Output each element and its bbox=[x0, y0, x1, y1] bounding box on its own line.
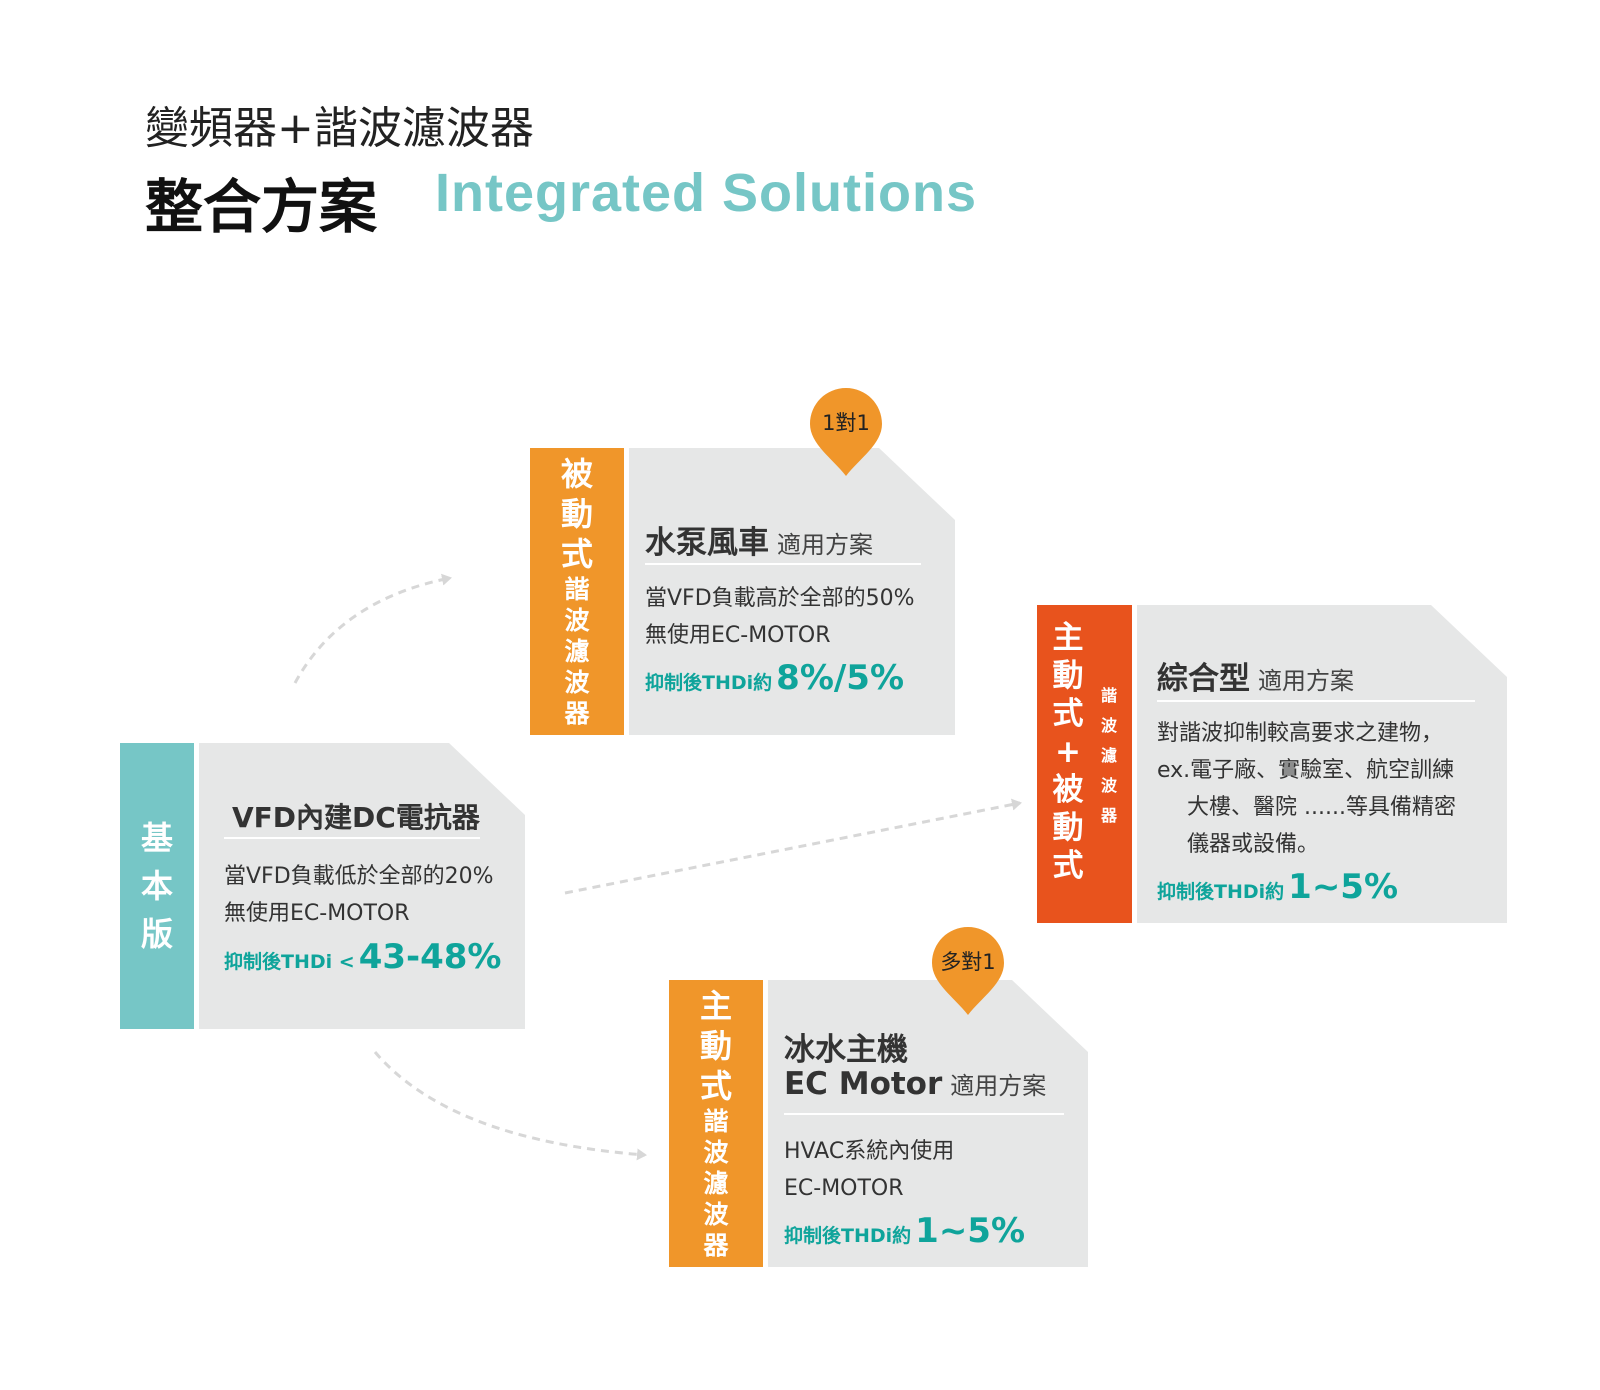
passive-title-sub: 適用方案 bbox=[777, 531, 873, 559]
passive-bar-char: 器 bbox=[564, 699, 590, 728]
basic-card-desc-line: 無使用EC-MOTOR bbox=[224, 901, 410, 926]
active-card bbox=[768, 980, 1088, 1267]
basic-card-desc-line: 當VFD負載低於全部的20% bbox=[224, 864, 494, 889]
active-title-text: EC Motor bbox=[784, 1066, 943, 1102]
passive-bar-char: 濾 bbox=[564, 637, 590, 666]
passive-side-bar: 被 動 式 諧 波 濾 波 器 bbox=[530, 448, 624, 735]
passive-title-text: 水泵風車 bbox=[645, 525, 769, 561]
combined-card-desc-line: 儀器或設備。 bbox=[1187, 832, 1320, 857]
pin-marker bbox=[932, 927, 1004, 1015]
active-bar-char: 主 bbox=[699, 987, 732, 1025]
passive-bar-char: 動 bbox=[560, 495, 593, 533]
passive-bar-char: 被 bbox=[560, 455, 593, 493]
combined-title-sub: 適用方案 bbox=[1258, 667, 1354, 695]
pin-marker bbox=[810, 388, 882, 476]
combined-bar-char: 諧 bbox=[1100, 686, 1117, 705]
active-card-divider bbox=[784, 1113, 1064, 1115]
thdi-label: 抑制後THDi約 bbox=[1157, 881, 1285, 903]
passive-card-desc-line: 當VFD負載高於全部的50% bbox=[645, 586, 915, 611]
basic-bar-char: 基 bbox=[140, 819, 173, 857]
combined-bar-char: 主 bbox=[1052, 620, 1084, 656]
basic-bar-char: 本 bbox=[140, 867, 173, 905]
arrow-to-passive bbox=[293, 573, 452, 684]
active-title-sub: 適用方案 bbox=[950, 1072, 1047, 1100]
basic-card-title: VFD內建DC電抗器 bbox=[232, 801, 480, 834]
combined-bar-char: 濾 bbox=[1100, 746, 1117, 765]
combined-card-title: 綜合型適用方案 bbox=[1157, 653, 1354, 698]
thdi-value: 1~5% bbox=[1288, 867, 1399, 907]
header-title: 整合方案 bbox=[145, 173, 378, 241]
active-card-desc-line: EC-MOTOR bbox=[784, 1176, 904, 1201]
combined-bar-char: 動 bbox=[1052, 658, 1084, 694]
combined-bar-char: + bbox=[1055, 734, 1081, 770]
active-bar-char: 波 bbox=[703, 1200, 729, 1229]
basic-bar-char: 版 bbox=[140, 915, 173, 953]
passive-bar-char: 波 bbox=[564, 668, 590, 697]
active-bar-char: 式 bbox=[699, 1067, 732, 1105]
passive-pin-label: 1對1 bbox=[822, 411, 870, 435]
thdi-value: 1~5% bbox=[915, 1211, 1026, 1251]
active-side-bar: 主 動 式 諧 波 濾 波 器 bbox=[669, 980, 763, 1267]
combined-bar-char: 式 bbox=[1052, 696, 1084, 732]
basic-card-thdi: 抑制後THDi <43-48% bbox=[224, 937, 502, 977]
passive-bar-char: 波 bbox=[564, 606, 590, 635]
thdi-value: 43-48% bbox=[358, 937, 502, 977]
passive-card bbox=[629, 448, 955, 735]
active-bar-char: 濾 bbox=[703, 1169, 729, 1198]
passive-bar-char: 諧 bbox=[564, 575, 590, 604]
combined-card-desc-line: 大樓、醫院 ......等具備精密 bbox=[1187, 795, 1456, 820]
active-pin-label: 多對1 bbox=[940, 950, 996, 974]
combined-card-divider bbox=[1157, 700, 1475, 702]
basic-side-bar: 基 本 版 bbox=[120, 743, 194, 1029]
combined-bar-char: 波 bbox=[1100, 716, 1117, 735]
active-bar-char: 諧 bbox=[703, 1107, 729, 1136]
thdi-label: 抑制後THDi約 bbox=[645, 672, 773, 694]
combined-bar-char: 動 bbox=[1052, 810, 1084, 846]
passive-card-title: 水泵風車適用方案 bbox=[645, 517, 873, 562]
thdi-label: 抑制後THDi約 bbox=[784, 1225, 912, 1247]
passive-bar-char: 式 bbox=[560, 535, 593, 573]
passive-card-divider bbox=[645, 563, 921, 565]
header-subtitle: 變頻器+諧波濾波器 bbox=[145, 103, 534, 154]
combined-bar-char: 式 bbox=[1052, 848, 1084, 884]
combined-title-text: 綜合型 bbox=[1157, 661, 1250, 697]
basic-card-divider bbox=[224, 837, 480, 839]
combined-side-bar: 主 動 式 + 被 動 式 諧 波 濾 波 器 bbox=[1037, 605, 1132, 923]
active-bar-char: 波 bbox=[703, 1138, 729, 1167]
combined-bar-char: 器 bbox=[1100, 806, 1117, 825]
basic-card bbox=[199, 743, 525, 1029]
combined-card-desc-line: ex.電子廠、實驗室、航空訓練 bbox=[1157, 758, 1455, 783]
passive-card-desc-line: 無使用EC-MOTOR bbox=[645, 623, 831, 648]
header-title-en: Integrated Solutions bbox=[435, 163, 978, 223]
active-bar-char: 器 bbox=[703, 1231, 729, 1260]
combined-bar-char: 波 bbox=[1100, 776, 1117, 795]
active-card-desc-line: HVAC系統內使用 bbox=[784, 1139, 955, 1164]
thdi-label: 抑制後THDi < bbox=[224, 951, 355, 973]
arrow-to-active bbox=[373, 1051, 647, 1161]
arrow-to-combined bbox=[564, 798, 1022, 895]
active-card-title-line1: 冰水主機 bbox=[784, 1032, 908, 1068]
combined-card-desc-line: 對諧波抑制較高要求之建物， bbox=[1157, 721, 1444, 746]
combined-card bbox=[1137, 605, 1507, 923]
active-bar-char: 動 bbox=[699, 1027, 732, 1065]
combined-bar-char: 被 bbox=[1052, 772, 1084, 808]
thdi-value: 8%/5% bbox=[776, 658, 905, 698]
